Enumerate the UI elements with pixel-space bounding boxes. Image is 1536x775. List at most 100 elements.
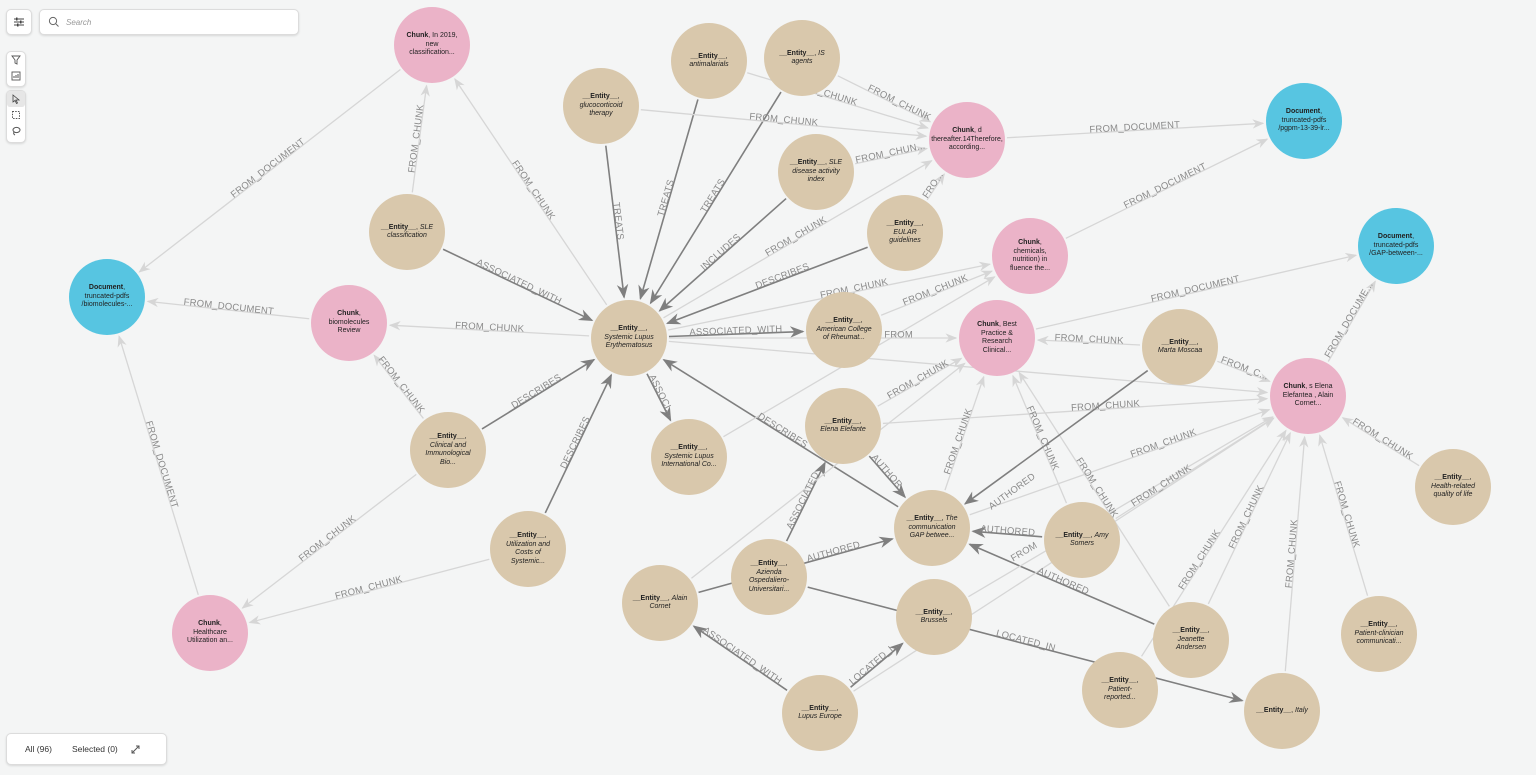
search-placeholder: Search — [66, 17, 92, 27]
entity-node[interactable]: __Entity__, American College of Rheumat.… — [806, 292, 882, 368]
entity-node[interactable]: __Entity__, Patient-clinician communicat… — [1341, 596, 1417, 672]
entity-node[interactable]: __Entity__, Systemic Lupus Erythematosus — [591, 300, 667, 376]
all-results-tab[interactable]: All (96) — [25, 744, 52, 754]
entity-node[interactable]: __Entity__, IS agents — [764, 20, 840, 96]
relationship-edge[interactable] — [837, 75, 932, 123]
expand-icon[interactable] — [130, 744, 141, 755]
relationship-edge[interactable] — [1284, 435, 1309, 672]
relationship-edge[interactable] — [692, 625, 788, 691]
entity-node[interactable]: __Entity__, Alain Cornet — [622, 565, 698, 641]
entity-node[interactable]: __Entity__, Elena Elefante — [805, 388, 881, 464]
relationship-edge[interactable] — [1006, 119, 1265, 139]
relationship-edge[interactable] — [668, 340, 1269, 397]
relationship-edge[interactable] — [807, 586, 1244, 703]
document-node[interactable]: Document, truncated-pdfs /biomolecules-.… — [69, 259, 145, 335]
document-node[interactable]: Document, truncated-pdfs /pgpm-13-39-lr.… — [1266, 83, 1342, 159]
entity-node[interactable]: __Entity__, antimalarials — [671, 23, 747, 99]
relationship-edge[interactable] — [388, 321, 590, 337]
relationship-edge[interactable] — [1318, 434, 1369, 596]
relationship-edge[interactable] — [638, 99, 699, 300]
relationship-edge[interactable] — [971, 526, 1043, 539]
relationship-edge[interactable] — [882, 394, 1269, 425]
relationship-edge[interactable] — [117, 335, 199, 595]
entity-node[interactable]: __Entity__, Clinical and Immunological B… — [410, 412, 486, 488]
relationship-edge[interactable] — [640, 109, 928, 140]
entity-node[interactable]: __Entity__, Utilization and Costs of Sys… — [490, 511, 566, 587]
entity-node[interactable]: __Entity__, EULAR guidelines — [867, 195, 943, 271]
relationship-edge[interactable] — [1341, 417, 1420, 467]
relationship-edge[interactable] — [963, 369, 1149, 505]
lasso-button[interactable] — [7, 123, 25, 139]
chunk-node[interactable]: Chunk, biomolecules Review — [311, 285, 387, 361]
relationship-edge[interactable] — [668, 326, 805, 338]
relationship-edge[interactable] — [663, 160, 933, 319]
entity-node[interactable]: __Entity__, Amy Somers — [1044, 502, 1120, 578]
entity-node[interactable]: __Entity__, Marta Moscaa — [1142, 309, 1218, 385]
filter-button[interactable] — [7, 52, 25, 68]
relationship-edge[interactable] — [442, 248, 594, 322]
node-caption: Systemic Lupus International Co... — [661, 452, 717, 469]
relationship-edge[interactable] — [968, 543, 1155, 625]
relationship-edge[interactable] — [481, 358, 596, 430]
relationship-edge[interactable] — [1217, 360, 1271, 382]
search-input[interactable]: Search — [39, 9, 299, 35]
relationship-edge[interactable] — [868, 455, 906, 499]
relationship-edge[interactable] — [1012, 374, 1068, 504]
relationship-edge[interactable] — [1207, 431, 1291, 605]
relationship-edge[interactable] — [1327, 280, 1376, 362]
relationship-edge[interactable] — [544, 373, 613, 514]
entity-node[interactable]: __Entity__, The communication GAP betwee… — [894, 490, 970, 566]
relationship-edge[interactable] — [454, 78, 608, 306]
entity-node[interactable]: __Entity__, Patient-reported... — [1082, 652, 1158, 728]
settings-button[interactable] — [6, 9, 32, 35]
relationship-edge[interactable] — [944, 375, 985, 491]
relationship-edge[interactable] — [248, 558, 490, 625]
relationship-edge[interactable] — [850, 642, 904, 688]
relationship-edge[interactable] — [138, 68, 401, 273]
relationship-edge[interactable] — [854, 146, 929, 165]
relationship-edge[interactable] — [880, 270, 993, 316]
entity-node[interactable]: __Entity__, SLE classification — [369, 194, 445, 270]
chart-button[interactable] — [7, 68, 25, 84]
chunk-node[interactable]: Chunk, chemicals, nutrition) in fluence … — [992, 218, 1068, 294]
relationship-edge[interactable] — [646, 373, 672, 422]
chunk-node[interactable]: Chunk, s Elena Elefantea , Alain Cornet.… — [1270, 358, 1346, 434]
relationship-edge[interactable] — [373, 354, 424, 419]
entity-node[interactable]: __Entity__, SLE disease activity index — [778, 134, 854, 210]
document-node[interactable]: Document, truncated-pdfs /GAP-between-..… — [1358, 208, 1434, 284]
entity-node[interactable]: __Entity__, Azienda Ospedaliero-Universi… — [731, 539, 807, 615]
entity-node[interactable]: __Entity__, Jeanette Andersen — [1153, 602, 1229, 678]
entity-node[interactable]: __Entity__, Brussels — [896, 579, 972, 655]
relationship-edge[interactable] — [241, 473, 417, 609]
relationship-edge[interactable] — [604, 145, 629, 299]
relationship-edge[interactable] — [649, 91, 782, 305]
pointer-button[interactable] — [7, 91, 25, 107]
relationship-edge[interactable] — [665, 246, 868, 325]
relationship-edge[interactable] — [926, 173, 945, 201]
entity-node[interactable]: __Entity__, Italy — [1244, 673, 1320, 749]
relationship-label: FROM_DOCUME... — [1323, 280, 1376, 360]
relationship-edge[interactable] — [691, 362, 966, 579]
entity-node[interactable]: __Entity__, Lupus Europe — [782, 675, 858, 751]
chunk-node[interactable]: Chunk, Best Practice & Research Clinical… — [959, 300, 1035, 376]
selected-results-tab[interactable]: Selected (0) — [71, 744, 118, 754]
chunk-node[interactable]: Chunk, In 2019, new classification... — [394, 7, 470, 83]
relationship-edge[interactable] — [1035, 253, 1358, 330]
relationship-edge[interactable] — [662, 359, 899, 508]
relationship-edge[interactable] — [1036, 335, 1141, 346]
relationship-edge[interactable] — [877, 357, 963, 407]
chunk-node[interactable]: Chunk, d thereafter.14Therefore, accordi… — [929, 102, 1005, 178]
relationship-edge[interactable] — [785, 461, 826, 542]
rectangle-select-button[interactable] — [7, 107, 25, 123]
relationship-edge[interactable] — [1018, 371, 1170, 607]
relationship-edge[interactable] — [968, 416, 1274, 598]
relationship-edge[interactable] — [1065, 138, 1269, 239]
relationship-edge[interactable] — [411, 84, 430, 193]
relationship-edge[interactable] — [146, 297, 310, 320]
chunk-node[interactable]: Chunk, Healthcare Utilization an... — [172, 595, 248, 671]
entity-node[interactable]: __Entity__, glucocorticoid therapy — [563, 68, 639, 144]
relationship-edge[interactable] — [969, 408, 1271, 516]
relationship-edge[interactable] — [658, 197, 787, 312]
entity-node[interactable]: __Entity__, Health-related quality of li… — [1415, 449, 1491, 525]
entity-node[interactable]: __Entity__, Systemic Lupus International… — [651, 419, 727, 495]
